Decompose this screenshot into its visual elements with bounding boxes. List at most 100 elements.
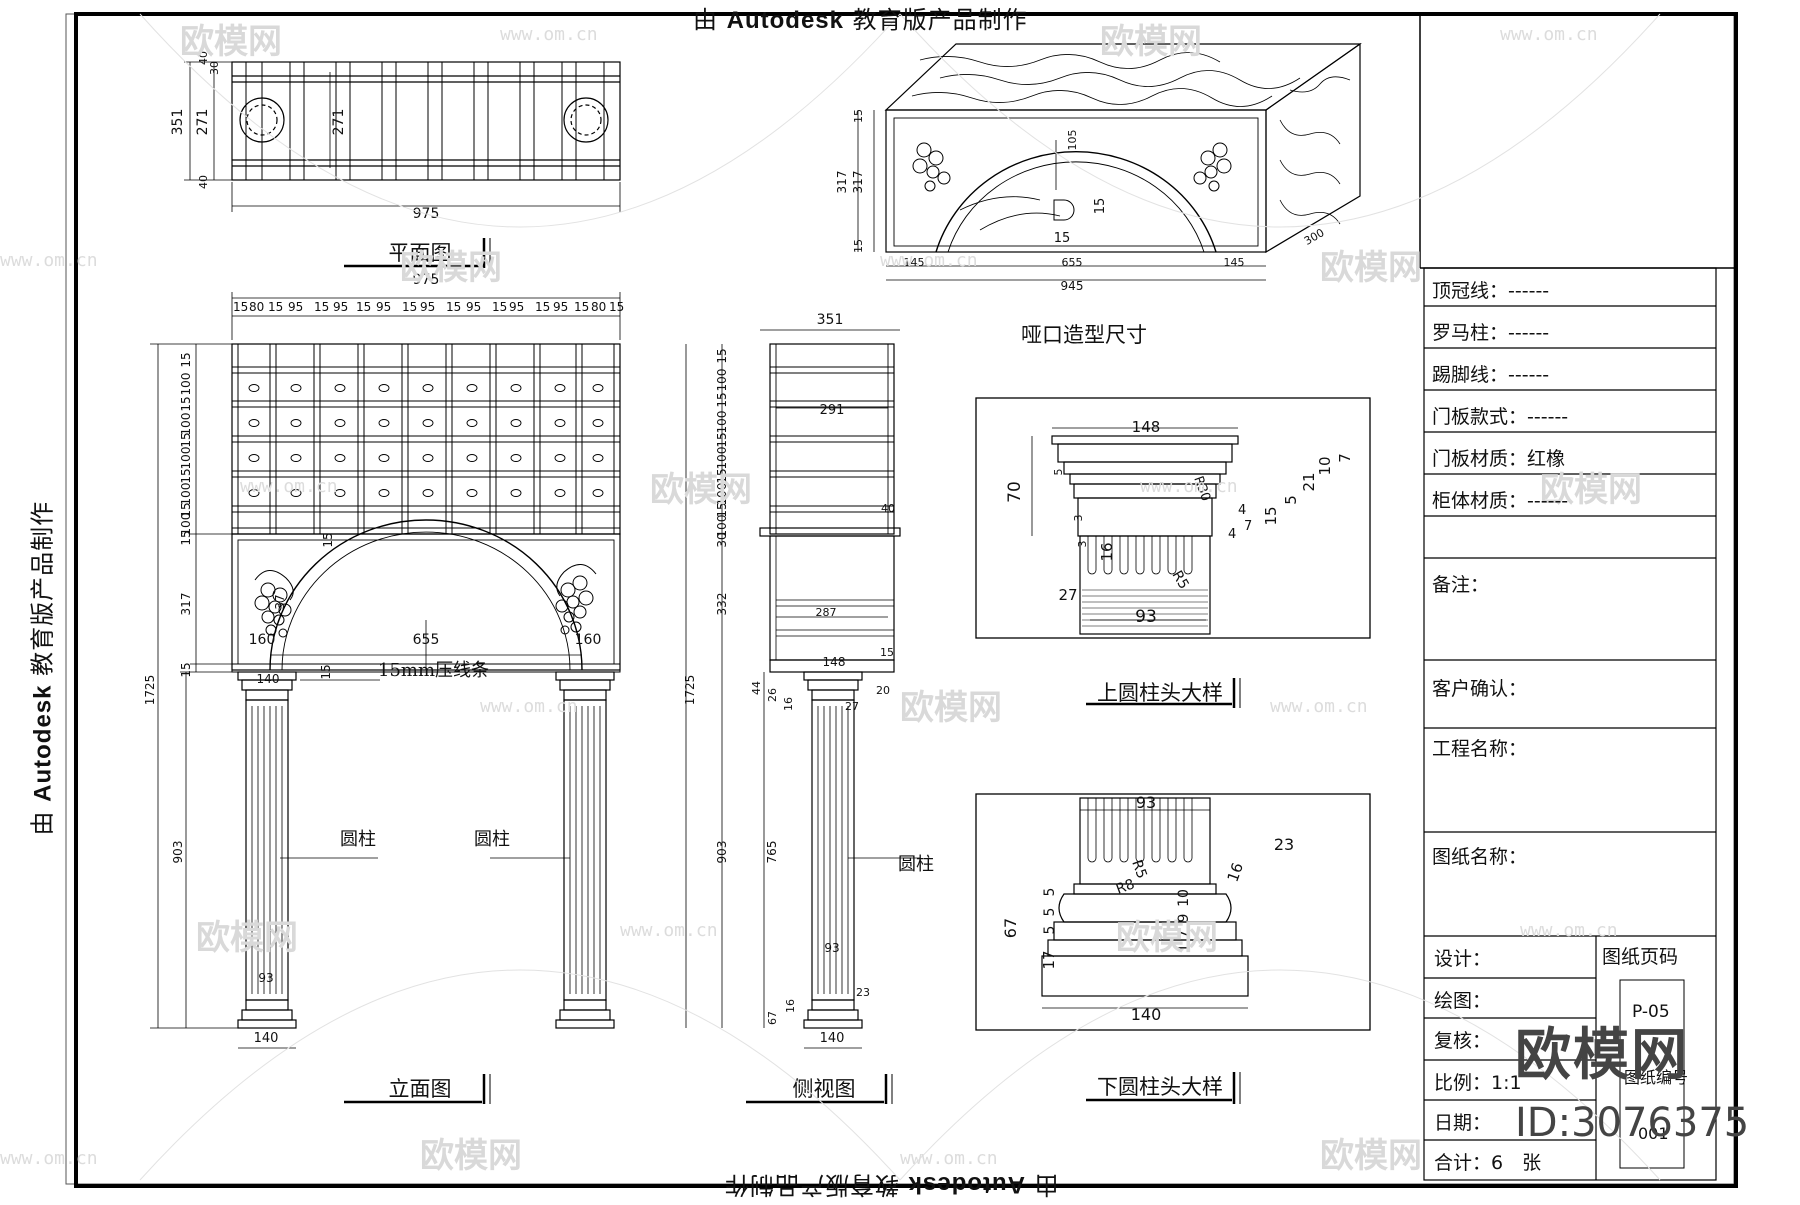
side-view (685, 329, 920, 1049)
dim-text: 9 (1176, 914, 1192, 923)
dim-text: 4 (1228, 527, 1236, 542)
dim-text: 1725 (143, 675, 157, 706)
bottle-slot (510, 419, 522, 427)
dim-text: 160 (575, 632, 602, 648)
dim-text: 903 (715, 841, 729, 864)
dim-text: 15 (233, 300, 248, 314)
dim-text: 15 (402, 300, 417, 314)
dim-text: 100 (179, 413, 193, 436)
dim-text: 15 (179, 352, 193, 367)
bottle-slot (510, 384, 522, 392)
dim-text: 317 (851, 171, 865, 194)
tb-page-code: P-05 (1632, 1002, 1670, 1022)
site-watermark: 欧模网 (1116, 918, 1218, 958)
dim-text: 93 (1136, 793, 1156, 812)
bottle-slot (466, 454, 478, 462)
side-dimensions: 351 291 40 287 148 15 20 44 26 16 27 332… (683, 312, 934, 1046)
tb-number: 001 (1638, 1124, 1669, 1143)
dim-text: 3 (1072, 515, 1085, 522)
bottle-slot (510, 454, 522, 462)
dim-text: 95 (553, 300, 568, 314)
bottle-slot (334, 489, 346, 497)
dim-text: 93 (1135, 607, 1157, 627)
dim-text: 140 (820, 1031, 845, 1046)
column-label-right: 圆柱 (474, 829, 510, 850)
dim-text: 15 (446, 300, 461, 314)
dim-text: 30 (208, 61, 221, 75)
tb-row-door-material: 门板材质：红橡 (1432, 448, 1566, 470)
dim-text: 15 (179, 468, 193, 483)
site-url-watermark: www.om.cn (240, 476, 338, 497)
dim-text: 7 (1336, 453, 1354, 463)
bottle-slot (334, 454, 346, 462)
dim-text: 105 (1066, 130, 1079, 151)
grape-carving-left (254, 570, 294, 638)
tb-page-code-label: 图纸页码 (1602, 946, 1679, 968)
dim-text: 15 (715, 468, 729, 483)
dim-text: 5 (1282, 495, 1300, 505)
bottle-slot (248, 489, 260, 497)
site-url-watermark: www.om.cn (0, 1148, 98, 1169)
tb-row-skirting: 踢脚线：------ (1432, 364, 1550, 386)
site-watermark: 欧模网 (420, 1136, 522, 1176)
dim-text: 15 (356, 300, 371, 314)
dim-text: 26 (766, 688, 779, 702)
dim-text: R8 (1114, 876, 1137, 897)
dim-text: 100 (715, 369, 729, 392)
dim-text: 903 (171, 841, 185, 864)
lower-capital-title: 下圆柱头大样 (1097, 1075, 1223, 1099)
dim-text: 15 (314, 300, 329, 314)
dim-text: 67 (1001, 918, 1020, 938)
tb-date: 日期： (1434, 1112, 1492, 1134)
dim-text: 140 (1131, 1005, 1162, 1024)
bottle-slot (290, 384, 302, 392)
dim-text: 20 (876, 684, 890, 697)
dim-text: 3 (1076, 541, 1089, 548)
plan-view (184, 61, 621, 212)
bottle-slot (248, 384, 260, 392)
brand-logo-text: 欧模网 (1515, 1023, 1689, 1088)
dim-text: 100 (179, 373, 193, 396)
site-url-watermark: www.om.cn (1500, 24, 1598, 45)
site-url-watermark: www.om.cn (880, 250, 978, 271)
dim-text: 145 (1224, 256, 1245, 269)
bottle-slot (554, 384, 566, 392)
dim-text: 95 (420, 300, 435, 314)
bottle-slot (466, 384, 478, 392)
dim-text: 765 (765, 841, 779, 864)
site-watermark: 欧模网 (180, 22, 282, 62)
bottle-slot (466, 489, 478, 497)
dim-text: 95 (376, 300, 391, 314)
dim-text: 5 (1052, 469, 1065, 476)
upper-capital-dimensions: 148 70 10 7 21 5 15 4 7 4 16 R30 R5 5 3 … (1005, 418, 1354, 627)
dim-text: 655 (1062, 256, 1083, 269)
bottle-slot (422, 454, 434, 462)
pressing-strip-label: 15mm压线条 (378, 660, 489, 681)
tb-row-door-style: 门板款式：------ (1432, 406, 1569, 428)
dim-text: 95 (288, 300, 303, 314)
bottle-slot (554, 454, 566, 462)
bottle-slot (378, 419, 390, 427)
inner-border (74, 12, 1738, 1188)
dim-text: 16 (784, 999, 797, 1013)
dim-text: 140 (254, 1031, 279, 1046)
tb-total: 合计：6 张 (1434, 1152, 1542, 1174)
bottle-slot (378, 384, 390, 392)
site-watermark: 欧模网 (1540, 470, 1642, 510)
tb-row-project-name: 工程名称： (1432, 738, 1528, 760)
dim-text: 15 (179, 662, 193, 677)
arch-title: 哑口造型尺寸 (1021, 323, 1147, 347)
dim-text: 655 (413, 632, 440, 648)
dim-text: 100 (715, 447, 729, 470)
lower-capital-detail (975, 793, 1371, 1031)
dim-text: 15 (179, 396, 193, 411)
bottle-slot (592, 454, 604, 462)
dim-text: 16 (1224, 860, 1247, 884)
dim-text: 10 (1176, 889, 1192, 907)
bottle-slot (592, 489, 604, 497)
dim-text: 100 (715, 411, 729, 434)
bottle-slot (510, 489, 522, 497)
dim-text: 40 (881, 502, 895, 515)
dim-text: 40 (197, 51, 210, 65)
site-url-watermark: www.om.cn (620, 920, 718, 941)
